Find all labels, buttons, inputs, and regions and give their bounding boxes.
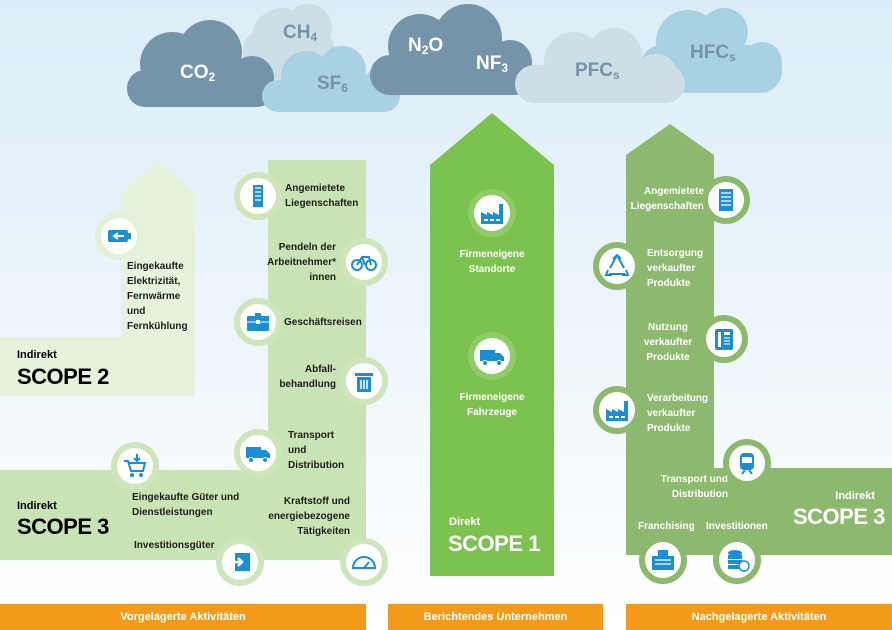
truck-icon [468, 332, 516, 380]
s1-item-sites: Firmeneigene Standorte [459, 249, 525, 275]
footer-downstream: Nachgelagerte Aktivitäten [626, 604, 892, 630]
down-item-processing: Verarbeitung verkaufter Produkte [647, 393, 709, 434]
phone-icon [700, 315, 748, 363]
scope2-title: SCOPE 2 [17, 364, 109, 389]
gas-n2o: N2O [408, 35, 444, 57]
up-item-capital-goods: Investitionsgüter [134, 540, 215, 551]
gas-co2: CO2 [180, 62, 216, 84]
cloud-co2 [127, 20, 275, 107]
scope3-downstream-arrow [626, 124, 892, 555]
recycle-icon [593, 242, 641, 290]
up-item-commuting: Pendeln der Arbeitnehmer* innen [267, 242, 336, 283]
factory-icon [593, 386, 641, 434]
up-item-fuel-energy: Kraftstoff und energiebezogene Tätigkeit… [268, 496, 350, 537]
scope3-upstream-kind: Indirekt [17, 500, 57, 512]
down-item-investments: Investitionen [706, 521, 768, 532]
down-item-franchising: Franchising [638, 521, 695, 532]
up-item-rented-property: Angemietete Liegenschaften [285, 183, 359, 209]
gas-ch4: CH4 [283, 22, 318, 44]
gas-nf3: NF3 [476, 53, 509, 75]
clouds [127, 4, 782, 112]
cloud-sf6 [262, 46, 400, 112]
scope2-arrow [0, 160, 195, 396]
scope1-kind: Direkt [449, 516, 481, 528]
scope3-upstream-title: SCOPE 3 [17, 514, 109, 539]
scope2-item-electricity: Eingekaufte Elektrizität, Fernwärme und … [127, 261, 188, 332]
down-item-disposal: Entsorgung verkaufter Produkte [647, 248, 704, 289]
up-item-business-travel: Geschäftsreisen [284, 317, 362, 328]
up-item-waste: Abfall-behandlung [279, 364, 336, 390]
scope3-downstream-title: SCOPE 3 [793, 504, 885, 529]
up-item-transport: Transport und Distribution [288, 430, 345, 471]
office-building-icon [702, 176, 750, 224]
scope1-title: SCOPE 1 [448, 531, 540, 556]
truck-icon [234, 429, 282, 477]
bicycle-icon [340, 238, 388, 286]
up-item-purchased-goods: Eingekaufte Güter und Dienstleistungen [132, 492, 240, 518]
gas-hfcs: HFCs [690, 42, 736, 64]
scope2-kind: Indirekt [17, 349, 57, 361]
gauge-icon [340, 538, 388, 586]
train-icon [723, 439, 771, 487]
cloud-n2o-nf3 [370, 4, 535, 95]
trash-icon [340, 357, 388, 405]
down-item-use: Nutzung verkaufter Produkte [643, 322, 693, 363]
coins-euro-icon [713, 536, 761, 584]
entry-icon [216, 538, 264, 586]
scope3-downstream-kind: Indirekt [835, 490, 875, 502]
franchise-building-icon [639, 536, 687, 584]
down-item-rented-property: Angemietete Liegenschaften [630, 186, 704, 212]
s1-item-vehicles: Firmeneigene Fahrzeuge [459, 392, 525, 418]
gas-pfcs: PFCs [575, 60, 620, 82]
briefcase-icon [234, 298, 282, 346]
building-icon [234, 172, 282, 220]
cloud-pfcs [515, 28, 685, 103]
footer-reporting-company: Berichtendes Unternehmen [388, 604, 603, 630]
footer-upstream: Vorgelagerte Aktivitäten [0, 604, 366, 630]
battery-icon [95, 212, 143, 260]
gas-sf6: SF6 [317, 73, 348, 95]
down-item-transport: Transport und Distribution [660, 474, 728, 500]
shopping-cart-icon [111, 442, 159, 490]
factory-icon [468, 189, 516, 237]
